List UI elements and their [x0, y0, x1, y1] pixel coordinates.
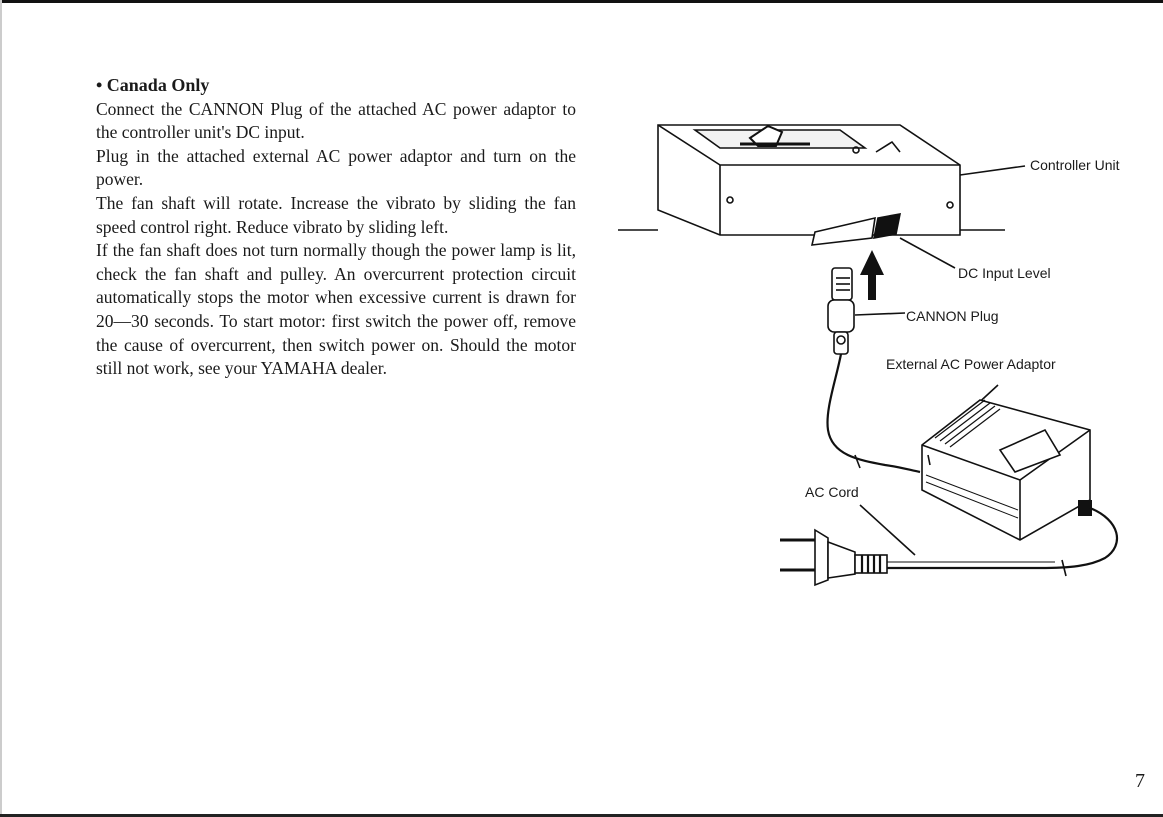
instruction-text: • Canada Only Connect the CANNON Plug of…	[96, 74, 576, 381]
connection-illustration	[618, 124, 1119, 587]
paragraph-plug-in: Plug in the attached external AC power a…	[96, 145, 576, 190]
page-left-edge	[0, 0, 2, 817]
page-bottom-border	[0, 814, 1163, 817]
paragraph-troubleshoot: If the fan shaft does not turn normally …	[96, 240, 576, 379]
section-heading: • Canada Only	[96, 75, 210, 95]
power-adaptor-drawing	[921, 399, 1092, 541]
label-external-adaptor: External AC Power Adaptor	[886, 356, 1056, 372]
controller-unit-drawing	[618, 124, 1005, 246]
paragraph-fan-shaft: The fan shaft will rotate. Increase the …	[96, 192, 576, 237]
label-cannon-plug: CANNON Plug	[906, 308, 999, 324]
cannon-plug-drawing	[827, 267, 855, 355]
page-number: 7	[1135, 770, 1145, 792]
label-ac-cord: AC Cord	[805, 484, 859, 500]
label-dc-input-level: DC Input Level	[958, 265, 1051, 281]
page-top-border	[0, 0, 1163, 3]
paragraph-connect: Connect the CANNON Plug of the attached …	[96, 98, 576, 143]
ac-plug-drawing	[780, 528, 888, 587]
label-controller-unit: Controller Unit	[1030, 157, 1120, 173]
connection-diagram: Controller Unit DC Input Level CANNON Pl…	[600, 100, 1160, 610]
